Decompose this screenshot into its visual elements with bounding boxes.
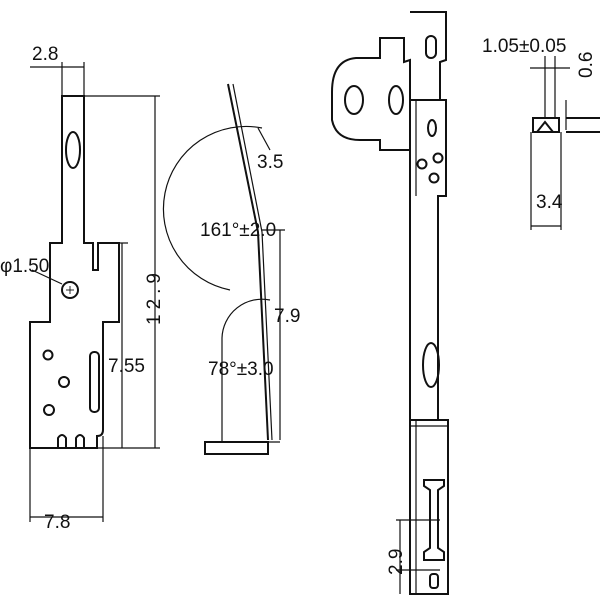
- dim-hole-diameter: φ1.50: [0, 256, 49, 277]
- dim-thickness: 1.05±0.05: [482, 36, 566, 57]
- dim-gap: 0.6: [576, 52, 597, 78]
- dim-bend-angle-upper: 161°±2.0: [200, 220, 276, 241]
- dim-tab-height: 2.9: [386, 549, 407, 575]
- side-view: [162, 83, 285, 455]
- dim-top-offset: 3.5: [257, 152, 283, 173]
- dim-front-top-width: 2.8: [32, 44, 58, 65]
- dim-bend-angle-lower: 78°±3.0: [208, 359, 274, 380]
- dim-total-height: 12.9: [144, 268, 165, 325]
- dim-side-height: 7.9: [274, 306, 300, 327]
- front-view: [29, 62, 160, 522]
- dim-section-width: 3.4: [536, 192, 563, 213]
- dim-base-width: 7.8: [44, 512, 70, 533]
- dim-lower-height: 7.55: [108, 356, 145, 377]
- section-view: [530, 56, 600, 230]
- isometric-view: [331, 11, 449, 595]
